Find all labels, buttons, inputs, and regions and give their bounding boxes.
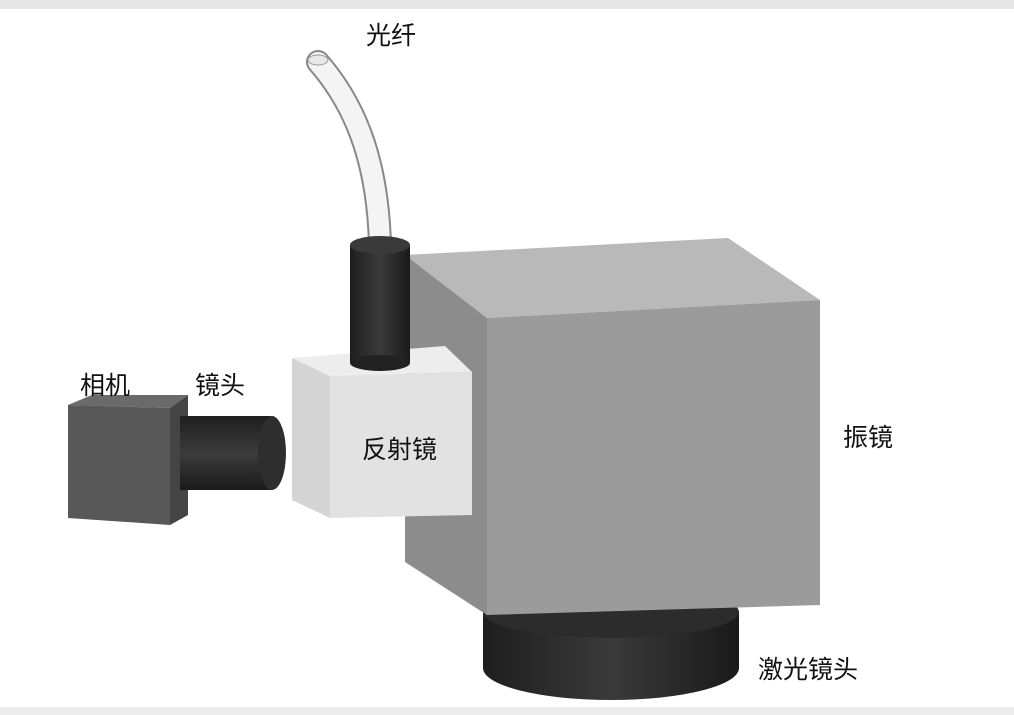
label-mirror: 反射镜	[362, 435, 438, 464]
label-camera: 相机	[80, 371, 131, 400]
galvo-box	[405, 238, 820, 615]
camera-body	[68, 395, 188, 525]
top-border	[0, 0, 1014, 9]
fiber-cable	[306, 50, 392, 257]
label-laser-lens: 激光镜头	[758, 655, 859, 684]
label-fiber: 光纤	[366, 21, 417, 50]
bottom-border	[0, 707, 1014, 715]
camera-lens	[180, 416, 286, 490]
label-galvo: 振镜	[843, 423, 894, 452]
label-lens: 镜头	[195, 371, 246, 400]
fiber-connector	[350, 236, 410, 371]
reflector-box	[292, 346, 472, 518]
